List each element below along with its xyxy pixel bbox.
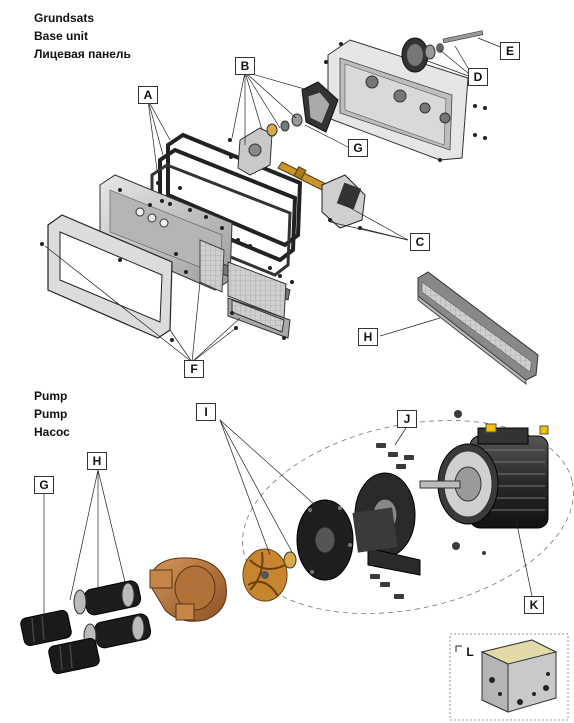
pump-bolts <box>370 410 486 599</box>
callout-d: D <box>468 68 488 86</box>
base-title-swedish: Grundsats <box>34 11 95 25</box>
callout-g-pump: G <box>34 476 54 494</box>
callout-e: E <box>500 42 520 60</box>
base-title-russian: Лицевая панель <box>34 47 131 61</box>
callout-a: A <box>138 86 158 104</box>
impeller <box>242 548 288 602</box>
callout-l: L <box>466 645 474 659</box>
screws <box>40 42 487 342</box>
assembly-dashed-ellipse <box>242 420 574 614</box>
valve-block-part <box>237 113 303 176</box>
callout-b: B <box>235 57 255 75</box>
motor <box>419 423 549 529</box>
pump-title-english: Pump <box>34 407 68 421</box>
pump-bracket <box>352 472 421 576</box>
light-seal-part <box>401 30 484 73</box>
callout-h-base: H <box>358 328 378 346</box>
grille-panels <box>199 239 291 339</box>
pump-title-swedish: Pump <box>34 389 68 403</box>
nozzles <box>20 609 100 675</box>
callout-j: J <box>397 410 417 428</box>
motor-plate-part <box>301 81 339 133</box>
callout-c: C <box>410 233 430 251</box>
pump-housing <box>149 557 227 622</box>
base-title-english: Base unit <box>34 29 89 43</box>
callout-f: F <box>184 360 204 378</box>
leader-lines-base <box>44 37 509 363</box>
control-box-inset <box>449 633 569 721</box>
pump-title-russian: Насос <box>34 425 70 439</box>
hose-connectors <box>73 580 152 649</box>
leader-lines-pump <box>43 419 533 618</box>
rear-bracket-part <box>321 174 366 229</box>
callout-i: I <box>196 403 216 421</box>
back-grille-panel <box>417 271 539 386</box>
callout-g-base: G <box>348 139 368 157</box>
seal-ring <box>283 551 297 569</box>
pump-cover-plate <box>296 499 354 581</box>
callout-h-pump: H <box>87 452 107 470</box>
callout-k: K <box>524 596 544 614</box>
